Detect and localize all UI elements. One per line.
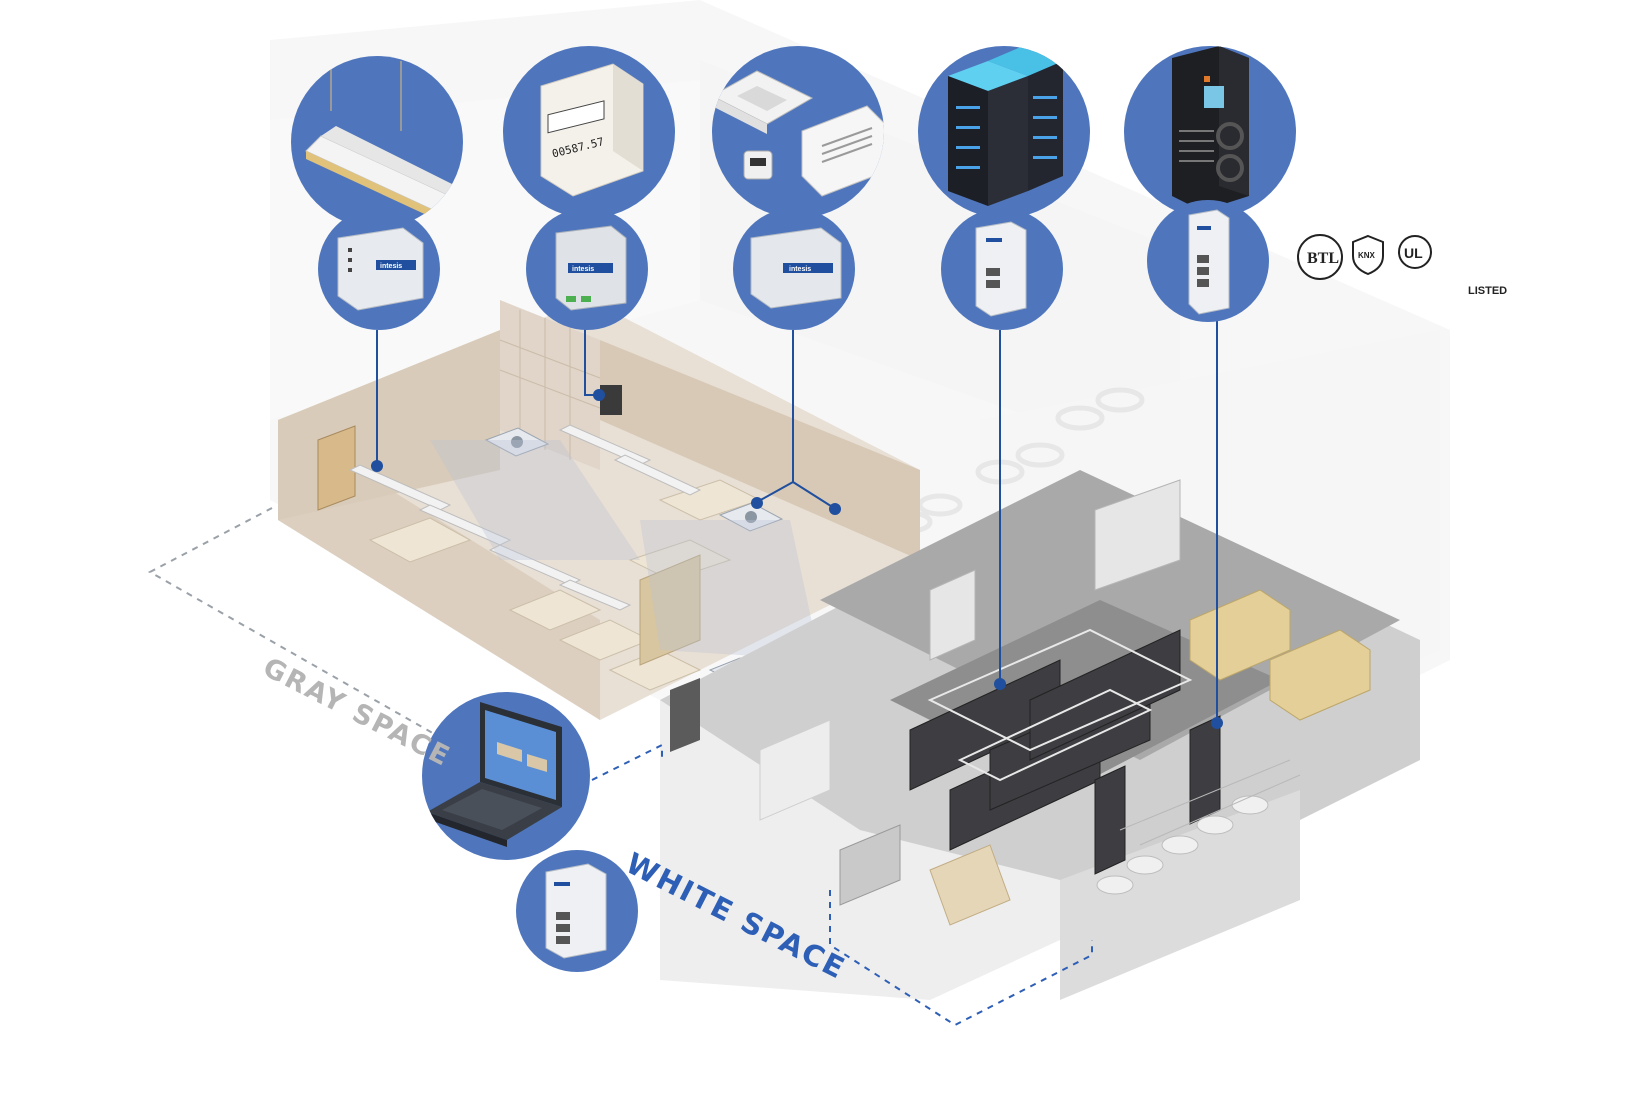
crac-cabinet-icon [1172, 46, 1249, 211]
svg-text:UL: UL [1404, 245, 1423, 261]
laptop-bms-icon [427, 702, 562, 847]
hvac-gateway-circle: intesis [733, 208, 855, 330]
gray-space-office [278, 300, 920, 720]
intesis-gateway-icon: intesis [750, 227, 842, 309]
rack-gateway-circle [941, 208, 1063, 330]
din-rail-gateway-icon: intesis [555, 225, 627, 311]
ul-listed-certification-icon: UL [1398, 235, 1432, 269]
cassette-ac-unit-icon [712, 70, 884, 197]
intesis-gateway-icon: intesis [337, 227, 424, 311]
bms-gateway-circle [516, 850, 638, 972]
hvac-units-circle [712, 46, 884, 218]
white-space-datacenter [660, 470, 1420, 1000]
server-racks-circle [918, 46, 1090, 218]
connector-dots [371, 389, 1223, 729]
meter-gateway-circle: intesis [526, 208, 648, 330]
energy-meter-circle: 00587.57 [503, 46, 675, 218]
svg-text:KNX: KNX [1358, 251, 1376, 260]
btl-certification-icon: BTL [1297, 234, 1343, 280]
svg-text:intesis: intesis [380, 263, 402, 270]
din-rail-gateway-icon [545, 863, 607, 959]
laptop-bms-circle [422, 692, 590, 860]
space-boundaries [147, 507, 1093, 1027]
crac-unit-circle [1124, 46, 1296, 218]
svg-text:BTL: BTL [1307, 250, 1339, 267]
lighting-gateway-circle: intesis [318, 208, 440, 330]
linear-light-fixture-icon [305, 61, 463, 224]
ul-listed-label: LISTED [1468, 285, 1508, 297]
energy-meter-icon: 00587.57 [540, 63, 644, 197]
svg-text:intesis: intesis [789, 266, 811, 273]
svg-text:intesis: intesis [572, 266, 594, 273]
knx-certification-icon: KNX [1352, 234, 1384, 276]
crac-gateway-circle [1147, 200, 1269, 322]
din-rail-gateway-icon [975, 221, 1027, 317]
din-rail-gateway-icon [1188, 209, 1230, 315]
lighting-device-circle [291, 56, 463, 228]
server-racks-icon [948, 46, 1063, 206]
